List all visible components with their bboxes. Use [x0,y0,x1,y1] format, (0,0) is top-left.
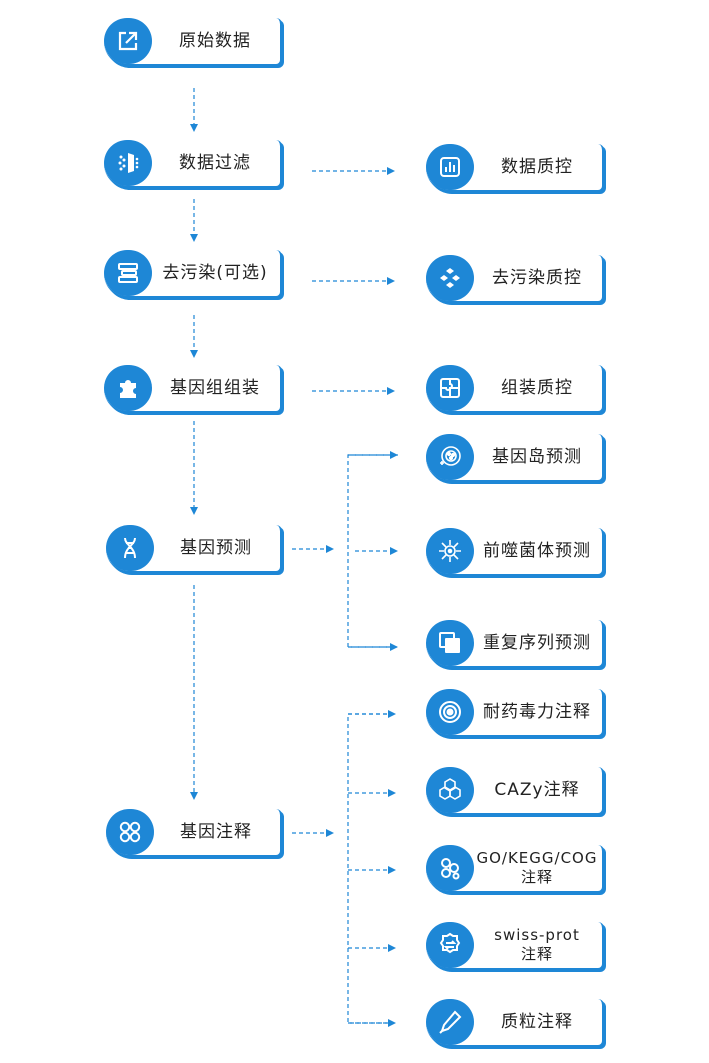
node-label: 重复序列预测 [483,633,591,653]
node-plasmid: 质粒注释 [426,999,604,1047]
node-label: 组装质控 [501,378,573,398]
node-gene-annotation: 基因注释 [106,809,282,857]
node-prophage: 前噬菌体预测 [426,528,604,576]
island-icon [426,434,474,480]
target-icon [426,689,474,735]
node-assembly-qc: 组装质控 [426,365,604,413]
node-genomic-island: 基因岛预测 [426,434,604,482]
node-resistance-virulence: 耐药毒力注释 [426,689,604,737]
node-go-kegg-cog: GO/KEGG/COG 注释 [426,845,604,893]
bar-chart-icon [426,144,474,190]
cells-icon [426,845,474,891]
node-label: 基因注释 [180,822,252,842]
exchange-icon [426,922,474,968]
node-label: 基因岛预测 [492,447,582,467]
label-line-1: GO/KEGG/COG [476,849,598,867]
node-label: 前噬菌体预测 [483,541,591,561]
dna-icon [106,525,154,571]
layers-icon [104,250,152,296]
node-decontam-qc: 去污染质控 [426,255,604,303]
molecule-icon [426,255,474,301]
copy-icon [426,620,474,666]
node-decontamination: 去污染(可选) [104,250,282,298]
grid-circles-icon [106,809,154,855]
node-repeat-sequence: 重复序列预测 [426,620,604,668]
node-label: 基因组组装 [170,378,260,398]
node-swiss-prot: swiss-prot 注释 [426,922,604,970]
label-line-2: 注释 [520,945,553,963]
cubes-icon [426,767,474,813]
node-label: 去污染质控 [492,268,582,288]
node-label: 去污染(可选) [162,263,268,283]
label-line-2: 注释 [520,868,553,886]
node-label: 数据质控 [501,157,573,177]
node-label: 基因预测 [180,538,252,558]
node-genome-assembly: 基因组组装 [104,365,282,413]
node-label: 数据过滤 [179,153,251,173]
pen-icon [426,999,474,1045]
label-line-1: swiss-prot [494,926,580,944]
node-data-qc: 数据质控 [426,144,604,192]
node-label: 耐药毒力注释 [483,702,591,722]
node-cazy: CAZy注释 [426,767,604,815]
node-data-filter: 数据过滤 [104,140,282,188]
node-label: swiss-prot 注释 [476,922,598,968]
node-label: 质粒注释 [501,1012,573,1032]
puzzle-icon [426,365,474,411]
node-label: GO/KEGG/COG 注释 [476,845,598,891]
node-gene-prediction: 基因预测 [106,525,282,573]
node-label: 原始数据 [179,31,251,51]
filter-icon [104,140,152,186]
node-label: CAZy注释 [494,780,580,800]
puzzle-icon [104,365,152,411]
virus-icon [426,528,474,574]
external-link-icon [104,18,152,64]
node-raw-data: 原始数据 [104,18,282,66]
branch-annotation-trunk [347,713,394,1024]
